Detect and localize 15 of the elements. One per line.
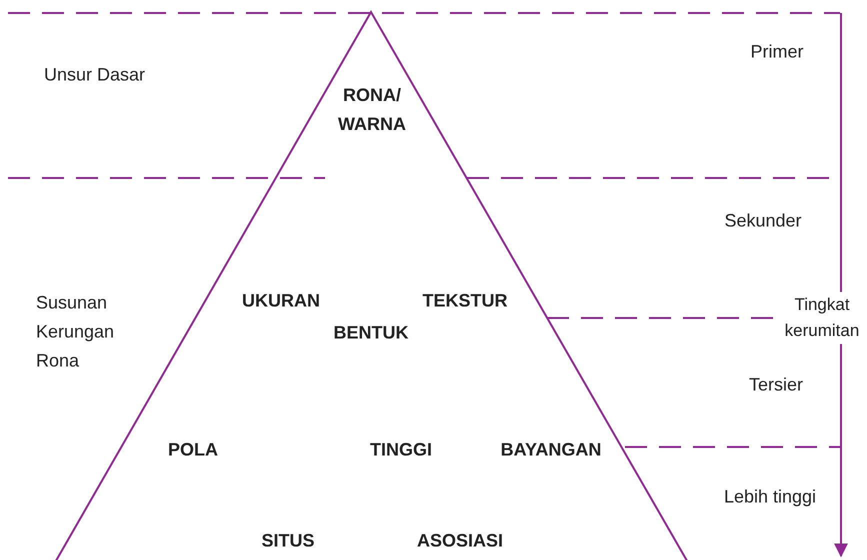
element-label: TEKSTUR — [422, 290, 508, 312]
category-label: Unsur Dasar — [44, 64, 146, 86]
element-label: UKURAN — [242, 290, 320, 312]
level-label: Lebih tinggi — [724, 486, 816, 508]
level-label: Tersier — [749, 374, 803, 396]
element-label: TINGGI — [370, 438, 432, 462]
level-label: Sekunder — [724, 210, 802, 232]
element-label: RONA/ WARNA — [337, 84, 407, 136]
category-label: Susunan Kerungan Rona — [36, 292, 116, 372]
element-label: ASOSIASI — [416, 530, 504, 552]
level-label: Primer — [750, 40, 804, 64]
element-label: BAYANGAN — [500, 438, 602, 462]
element-label: SITUS — [262, 530, 314, 552]
element-label: POLA — [168, 438, 218, 462]
element-label: BENTUK — [334, 322, 408, 344]
